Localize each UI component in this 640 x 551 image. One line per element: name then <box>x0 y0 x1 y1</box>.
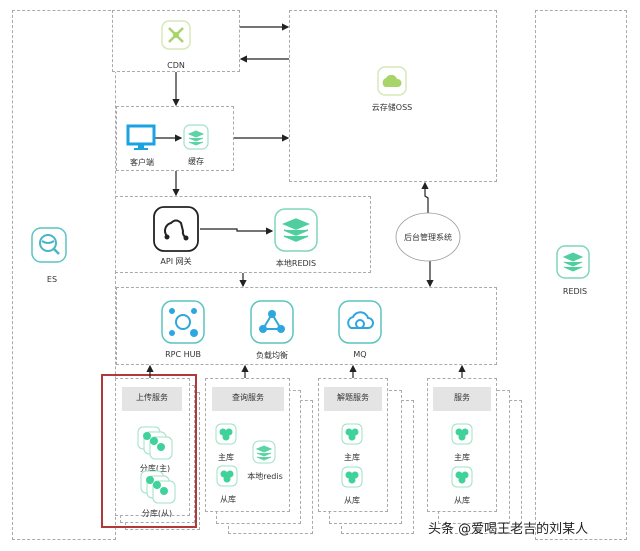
shard-master-label: 分库(主) <box>139 464 171 473</box>
service-title: 上传服务 <box>122 387 182 411</box>
database-icon <box>215 423 237 445</box>
local-redis-label: 本地redis <box>247 472 283 481</box>
service-title: 服务 <box>433 387 491 411</box>
network-node-icon <box>161 20 191 50</box>
rpc-hub-icon <box>161 300 205 344</box>
monitor-icon <box>126 124 156 150</box>
local-redis-icon <box>274 208 318 252</box>
redis-stack-icon <box>556 245 590 279</box>
sharded-db-icon <box>137 426 173 460</box>
es-label: ES <box>46 275 58 284</box>
database-icon <box>341 466 363 488</box>
watermark: 头条 @爱喝王老吉的刘某人 <box>428 522 589 537</box>
arrow-admin-oss <box>421 181 429 213</box>
slave-db-label: 从库 <box>454 496 470 505</box>
master-db-label: 主库 <box>454 453 470 462</box>
oss-box <box>289 10 497 182</box>
arrow-api-redis <box>200 227 274 235</box>
client-label: 客户端 <box>130 158 154 167</box>
database-icon <box>341 423 363 445</box>
redis-label: REDIS <box>562 287 588 296</box>
master-db-label: 主库 <box>218 453 234 462</box>
admin-ellipse <box>395 212 461 262</box>
api-gateway-label: API 网关 <box>160 257 192 266</box>
slave-db-label: 从库 <box>344 496 360 505</box>
api-gateway-icon <box>153 206 199 252</box>
slave-db-label: 从库 <box>220 495 236 504</box>
cache-stack-icon <box>183 124 209 150</box>
oss-label: 云存储OSS <box>371 103 413 112</box>
es-column <box>12 10 116 540</box>
service-title: 查询服务 <box>212 387 284 411</box>
sharded-db-icon <box>140 470 176 504</box>
database-icon <box>451 466 473 488</box>
rpc-hub-label: RPC HUB <box>165 350 201 359</box>
highlight-frame <box>101 374 197 528</box>
cdn-label: CDN <box>167 61 185 70</box>
message-queue-icon <box>338 300 382 344</box>
load-balancer-icon <box>250 300 294 344</box>
redis-stack-icon <box>252 440 276 464</box>
database-icon <box>451 423 473 445</box>
admin-system-label: 后台管理系统 <box>404 233 452 242</box>
load-balancer-label: 负载均衡 <box>256 351 288 360</box>
search-icon <box>31 227 67 263</box>
service-title: 解题服务 <box>324 387 382 411</box>
cloud-storage-icon <box>377 66 407 96</box>
master-db-label: 主库 <box>344 453 360 462</box>
local-redis-label: 本地REDIS <box>275 259 317 268</box>
shard-slave-label: 分库(从) <box>141 509 173 518</box>
database-icon <box>216 465 238 487</box>
mq-label: MQ <box>353 350 367 359</box>
cache-label: 缓存 <box>188 157 204 166</box>
